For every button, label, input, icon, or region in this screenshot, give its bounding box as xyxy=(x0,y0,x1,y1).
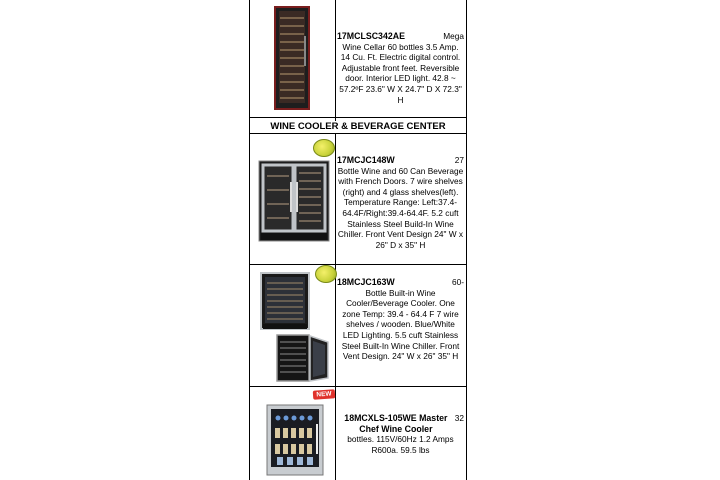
award-badge-icon xyxy=(313,139,335,157)
product-model: 18MCXLS-105WE Master Chef Wine Cooler xyxy=(344,413,448,434)
row-divider xyxy=(249,386,467,387)
wine-cellar-image xyxy=(274,6,310,110)
product-details: Bottle Wine and 60 Can Beverage with Fre… xyxy=(337,165,464,250)
product-lead: 60- xyxy=(452,277,464,287)
table-divider-column xyxy=(335,133,336,480)
product-lead: 32 xyxy=(454,413,464,423)
table-border-right xyxy=(466,0,467,480)
open-door-cooler-image xyxy=(276,334,329,382)
product-model: 17MCJC148W xyxy=(337,155,395,165)
french-door-cooler-image xyxy=(258,160,330,242)
product-description: 17MCJC148W 27 Bottle Wine and 60 Can Bev… xyxy=(337,155,464,250)
product-description: 17MCLSC342AE Mega Wine Cellar 60 bottles… xyxy=(337,31,464,105)
product-model: 17MCLSC342AE xyxy=(337,31,405,41)
section-title: WINE COOLER & BEVERAGE CENTER xyxy=(270,121,446,132)
row-divider xyxy=(249,133,467,134)
master-chef-cooler-image xyxy=(266,404,324,476)
row-divider xyxy=(249,264,467,265)
product-lead: Mega xyxy=(443,31,464,41)
award-badge-icon xyxy=(315,265,337,283)
built-in-cooler-image xyxy=(260,272,310,330)
product-details: Wine Cellar 60 bottles 3.5 Amp. 14 Cu. F… xyxy=(339,41,462,105)
row-divider xyxy=(249,117,467,118)
product-details: Bottle Built-in Wine Cooler/Beverage Coo… xyxy=(341,287,460,362)
table-divider-column xyxy=(335,0,336,121)
product-model: 18MCJC163W xyxy=(337,277,395,287)
product-description: 18MCXLS-105WE Master Chef Wine Cooler 32… xyxy=(337,413,464,455)
new-badge: NEW xyxy=(312,389,336,400)
product-details: bottles. 115V/60Hz 1.2 Amps R600a. 59.5 … xyxy=(347,434,454,455)
product-lead: 27 xyxy=(454,155,464,165)
product-description: 18MCJC163W 60- Bottle Built-in Wine Cool… xyxy=(337,277,464,362)
table-border-left xyxy=(249,0,250,480)
